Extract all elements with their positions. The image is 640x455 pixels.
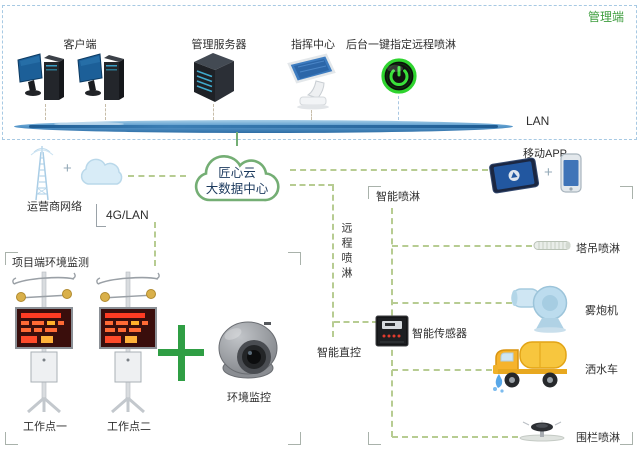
section-corner <box>5 252 18 265</box>
plus-separator: + <box>63 160 72 177</box>
fence-spray-icon <box>518 420 566 447</box>
operator-cloud-icon <box>74 154 128 197</box>
lan-to-cloud-line <box>236 132 238 146</box>
project-section-label: 项目端环境监测 <box>12 257 89 269</box>
section-corner <box>368 432 381 445</box>
section-corner <box>368 186 381 199</box>
connector-line <box>45 104 46 120</box>
line-to-sensor <box>334 321 378 323</box>
fog-cannon-label: 雾炮机 <box>585 305 618 317</box>
power-button-icon <box>381 58 417 99</box>
water-truck-label: 洒水车 <box>585 364 618 376</box>
camera-label: 环境监控 <box>227 392 271 404</box>
fog-cannon-icon <box>510 280 574 339</box>
connector-line <box>311 110 312 120</box>
water-truck-icon <box>492 336 572 399</box>
link-type-label: 4G/LAN <box>106 208 149 222</box>
cloud-subtitle: 大数据中心 <box>205 182 269 196</box>
smart-sensor-icon <box>375 314 409 353</box>
client-pc-icon <box>16 50 68 109</box>
smart-direct-label: 智能直控 <box>317 347 361 359</box>
server-label: 管理服务器 <box>191 39 247 51</box>
operator-network-label: 运营商网络 <box>27 201 82 213</box>
link-elbow-line <box>96 204 97 226</box>
lan-label: LAN <box>526 114 550 128</box>
weather-station-icon <box>8 264 80 421</box>
phone-icon <box>558 152 584 199</box>
signal-tower-icon <box>22 142 62 209</box>
connector-line <box>398 96 399 120</box>
client-label: 客户端 <box>63 39 97 51</box>
remote-spray-line <box>332 185 334 337</box>
branch-line <box>392 302 512 304</box>
link-down-line <box>154 222 156 266</box>
connector-line <box>105 104 106 120</box>
section-corner <box>5 432 18 445</box>
section-corner <box>620 432 633 445</box>
plus-separator: + <box>544 164 553 181</box>
management-zone-frame <box>2 5 637 140</box>
smart-sensor-label: 智能传感器 <box>412 328 467 340</box>
onekey-remote-spray-label: 后台一键指定远程喷淋 <box>346 39 456 51</box>
fence-spray-label: 围栏喷淋 <box>576 432 620 444</box>
server-icon <box>188 50 238 109</box>
command-kiosk-icon <box>286 52 338 115</box>
cloud-to-mobile-line <box>290 169 488 171</box>
big-data-cloud-icon <box>186 144 288 215</box>
branch-line <box>392 436 518 438</box>
cloud-title: 匠心云 <box>218 166 256 180</box>
remote-spray-label: 远程喷淋 <box>340 222 352 282</box>
command-center-label: 指挥中心 <box>291 39 335 51</box>
weather-station-icon <box>92 264 164 421</box>
dome-camera-icon <box>214 310 282 393</box>
plus-icon <box>158 325 204 386</box>
cloud-to-spray-line <box>290 184 334 186</box>
smart-spray-section-label: 智能喷淋 <box>376 191 420 203</box>
section-corner <box>620 186 633 199</box>
workpoint2-label: 工作点二 <box>107 421 151 433</box>
branch-line <box>392 369 492 371</box>
mobile-app-label: 移动APP <box>522 148 567 160</box>
section-corner <box>288 432 301 445</box>
connector-line <box>213 104 214 120</box>
tablet-icon <box>486 154 542 201</box>
management-zone-label: 管理端 <box>588 10 625 24</box>
tower-spray-label: 塔吊喷淋 <box>576 243 620 255</box>
client-pc-icon <box>76 50 128 109</box>
link-elbow-line <box>96 226 106 227</box>
tower-spray-pipe-icon <box>533 238 571 258</box>
branch-line <box>392 245 532 247</box>
workpoint1-label: 工作点一 <box>23 421 67 433</box>
cloud-to-operator-line <box>128 175 186 177</box>
lan-bus <box>14 120 513 133</box>
section-corner <box>288 252 301 265</box>
